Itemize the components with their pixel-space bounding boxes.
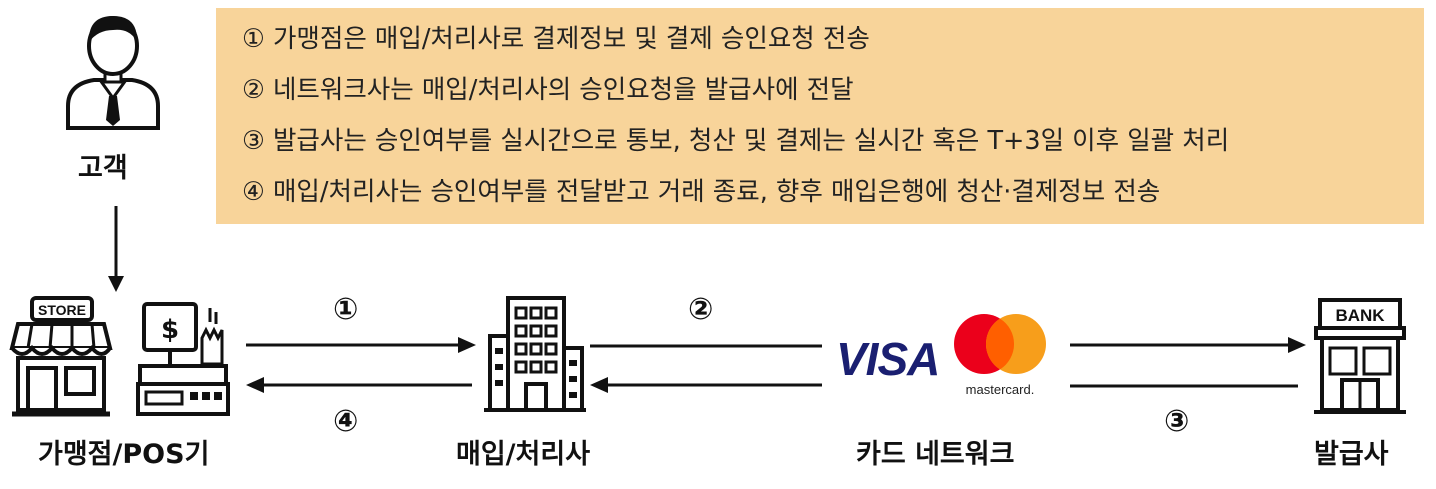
store-icon: STORE — [8, 294, 114, 420]
store-sign-text: STORE — [38, 302, 86, 318]
mastercard-logo-text: mastercard. — [966, 382, 1035, 397]
arrow-merchant-to-acquirer — [246, 337, 476, 353]
customer-down-arrow — [108, 206, 124, 292]
note-step-1: ① 가맹점은 매입/처리사로 결제정보 및 결제 승인요청 전송 — [242, 24, 870, 54]
note-step-3: ③ 발급사는 승인여부를 실시간으로 통보, 청산 및 결제는 실시간 혹은 T… — [242, 126, 1230, 156]
arrow-issuer-to-network — [1070, 384, 1298, 388]
steps-description-box: ① 가맹점은 매입/처리사로 결제정보 및 결제 승인요청 전송 ② 네트워크사… — [216, 8, 1424, 224]
step-4-marker: ④ — [333, 404, 359, 439]
network-label: 카드 네트워크 — [856, 439, 1015, 470]
issuer-label: 발급사 — [1314, 439, 1389, 470]
acquirer-label: 매입/처리사 — [456, 439, 591, 470]
customer-label: 고객 — [78, 153, 128, 184]
step-2-marker: ② — [688, 292, 714, 327]
bank-icon: BANK — [1312, 294, 1408, 416]
arrow-acquirer-to-merchant — [246, 377, 472, 393]
note-step-2: ② 네트워크사는 매입/처리사의 승인요청을 발급사에 전달 — [242, 75, 854, 105]
bank-sign-text: BANK — [1335, 306, 1385, 325]
mastercard-logo: mastercard. — [946, 310, 1054, 402]
pos-dollar-text: $ — [161, 315, 179, 345]
merchant-label: 가맹점/POS기 — [38, 439, 210, 470]
visa-logo: VISA — [830, 330, 942, 388]
note-step-4: ④ 매입/처리사는 승인여부를 전달받고 거래 종료, 향후 매입은행에 청산·… — [242, 177, 1161, 207]
step-3-marker: ③ — [1164, 404, 1190, 439]
arrow-network-to-issuer — [1070, 337, 1306, 353]
acquirer-building-icon — [482, 292, 588, 416]
visa-logo-text: VISA — [836, 333, 940, 385]
customer-icon — [64, 6, 162, 130]
arrow-acquirer-to-network — [590, 344, 822, 348]
step-1-marker: ① — [333, 292, 359, 327]
pos-terminal-icon: $ — [134, 294, 234, 420]
arrow-network-to-acquirer — [590, 377, 822, 393]
